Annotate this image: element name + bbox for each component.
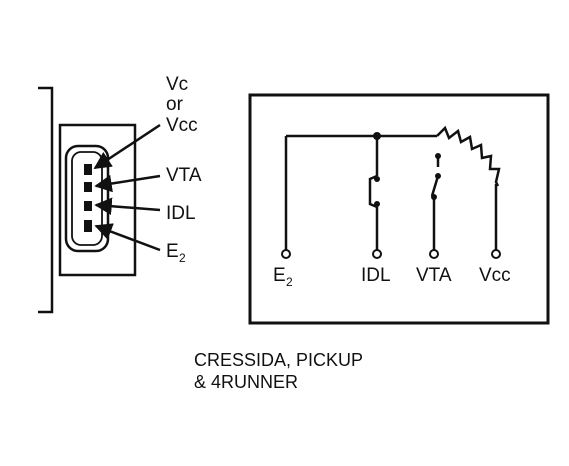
arrow-vc: [93, 123, 161, 170]
idl-contact: [368, 174, 378, 209]
vta-wiper-tip: [435, 153, 441, 159]
idl-contact-point-top: [374, 176, 380, 182]
terminal-label-vcc: Vcc: [479, 265, 511, 286]
terminal-e2: [281, 249, 291, 259]
label-idl: IDL: [166, 203, 196, 224]
label-vta: VTA: [166, 165, 202, 186]
terminal-idl: [372, 249, 382, 259]
label-vcc: Vcc: [166, 115, 198, 136]
terminal-label-idl: IDL: [361, 265, 391, 286]
vta-pivot-top: [435, 173, 441, 179]
pin-vta: [84, 182, 92, 192]
sensor-body-outline: [38, 86, 54, 314]
label-or: or: [166, 94, 184, 115]
label-e2-sub: 2: [179, 251, 186, 265]
terminal-label-e2: E: [273, 265, 286, 286]
connector-housing: [58, 123, 137, 277]
terminal-label-vta: VTA: [416, 265, 452, 286]
pin-idl: [84, 201, 92, 211]
arrow-idl: [94, 197, 161, 215]
potentiometer-resistor: [436, 125, 501, 187]
arrow-vta: [94, 174, 161, 193]
caption-line-2: & 4RUNNER: [194, 372, 298, 392]
connector-view: Vc or Vcc VTA IDL E 2: [38, 74, 202, 314]
terminal-label-e2-sub: 2: [286, 275, 293, 289]
schematic-frame: [248, 93, 550, 325]
vta-switch-blade: [430, 175, 440, 197]
terminal-vta: [429, 249, 439, 259]
terminal-vcc: [491, 249, 501, 259]
arrow-e2: [94, 223, 161, 252]
schematic-view: E 2 IDL VTA Vcc: [248, 93, 550, 325]
pin-vc: [84, 164, 92, 175]
caption-line-1: CRESSIDA, PICKUP: [194, 350, 363, 370]
pin-e2: [84, 220, 92, 232]
label-vc: Vc: [166, 74, 188, 95]
label-e2: E: [166, 241, 179, 262]
idl-contact-point-bottom: [374, 201, 380, 207]
